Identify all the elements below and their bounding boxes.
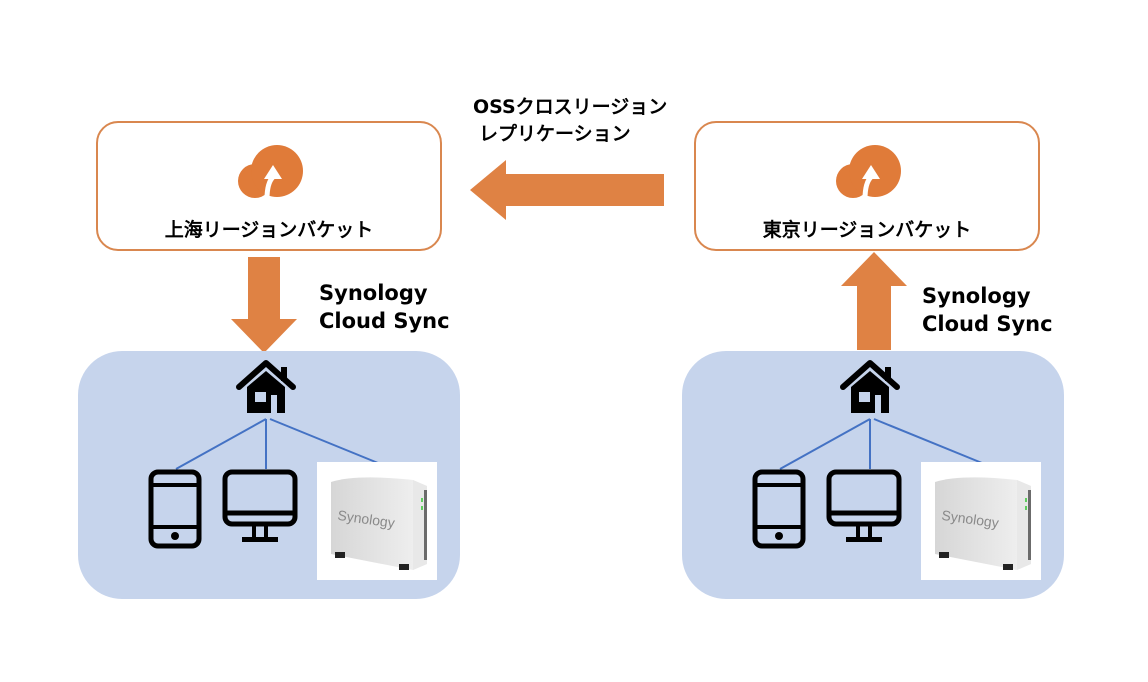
- replication-arrow: [470, 160, 664, 220]
- svg-text:Synology: Synology: [941, 507, 1000, 531]
- replication-label: OSSクロスリージョン レプリケーション: [473, 96, 668, 145]
- tablet-icon: [752, 469, 806, 549]
- network-links: [779, 418, 983, 470]
- bucket-label: 上海リージョンバケット: [164, 219, 374, 241]
- sync-arrow-up: [841, 252, 907, 350]
- sync-label-left: Synology Cloud Sync: [319, 281, 450, 333]
- house-icon: [840, 360, 900, 413]
- synology-nas: Synology: [317, 462, 437, 580]
- bucket-shanghai: 上海リージョンバケット: [96, 121, 442, 251]
- network-links: [175, 418, 379, 470]
- nas-device-image: Synology: [331, 477, 427, 570]
- bucket-tokyo: 東京リージョンバケット: [694, 121, 1040, 251]
- site-left: Synology: [78, 351, 460, 599]
- svg-text:Synology: Synology: [337, 507, 396, 531]
- cloud-upload-icon: [238, 145, 303, 200]
- monitor-icon: [826, 469, 902, 542]
- cloud-upload-icon: [836, 145, 901, 200]
- sync-label-right: Synology Cloud Sync: [922, 284, 1053, 336]
- sync-arrow-down: [231, 257, 297, 353]
- synology-nas: Synology: [921, 462, 1041, 580]
- bucket-label: 東京リージョンバケット: [762, 219, 972, 241]
- tablet-icon: [148, 469, 202, 549]
- house-icon: [236, 360, 296, 413]
- nas-device-image: Synology: [935, 477, 1031, 570]
- site-right: Synology: [682, 351, 1064, 599]
- monitor-icon: [222, 469, 298, 542]
